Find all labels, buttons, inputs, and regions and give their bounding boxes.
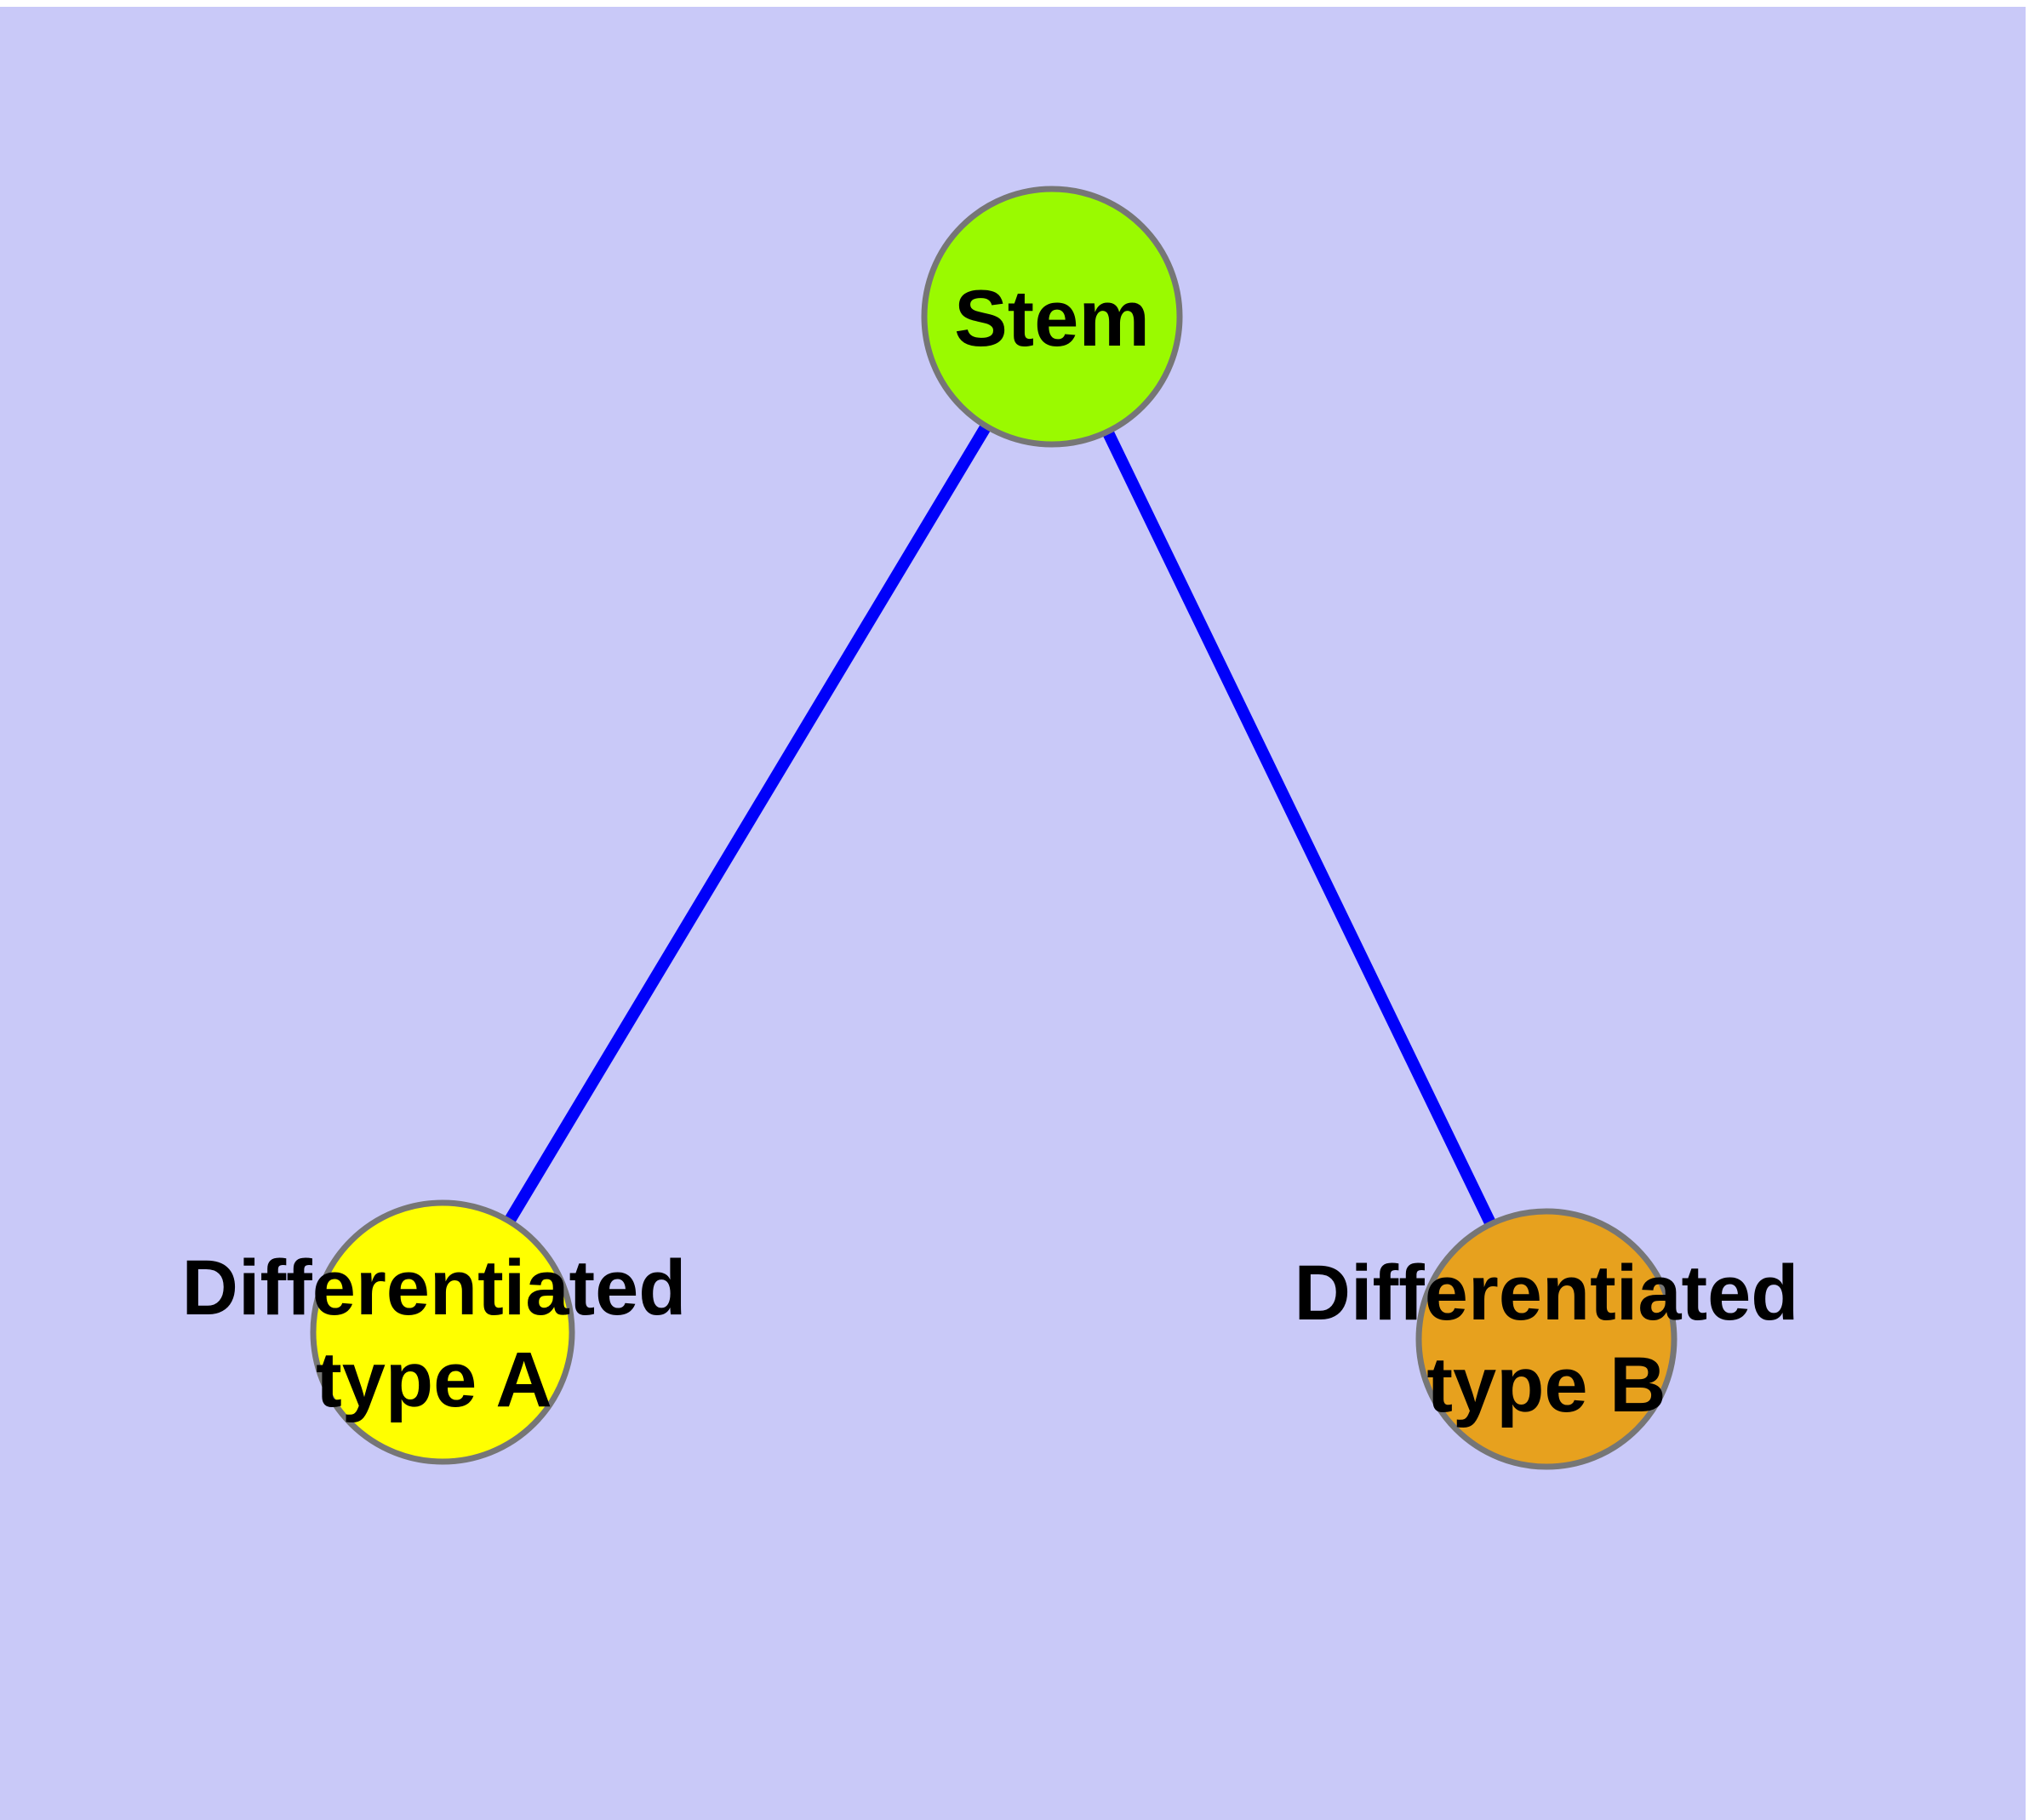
node-differentiated-type-a — [310, 1199, 575, 1465]
node-stem — [921, 186, 1183, 448]
node-type-b-label: Differentiated type B — [1295, 1247, 1799, 1431]
edge-stem-to-type-b — [1046, 313, 1552, 1342]
node-stem-label: Stem — [954, 276, 1150, 361]
node-type-a-label: Differentiated type A — [182, 1242, 687, 1426]
node-type-b-label-line2: type B — [1426, 1342, 1666, 1428]
node-differentiated-type-b — [1415, 1208, 1677, 1470]
node-type-b-label-line1: Differentiated — [1294, 1250, 1799, 1336]
node-type-a-label-line1: Differentiated — [181, 1245, 687, 1331]
edge-stem-to-type-a — [437, 313, 1058, 1336]
node-type-a-label-line2: type A — [316, 1336, 552, 1423]
node-stem-label-text: Stem — [954, 273, 1150, 363]
